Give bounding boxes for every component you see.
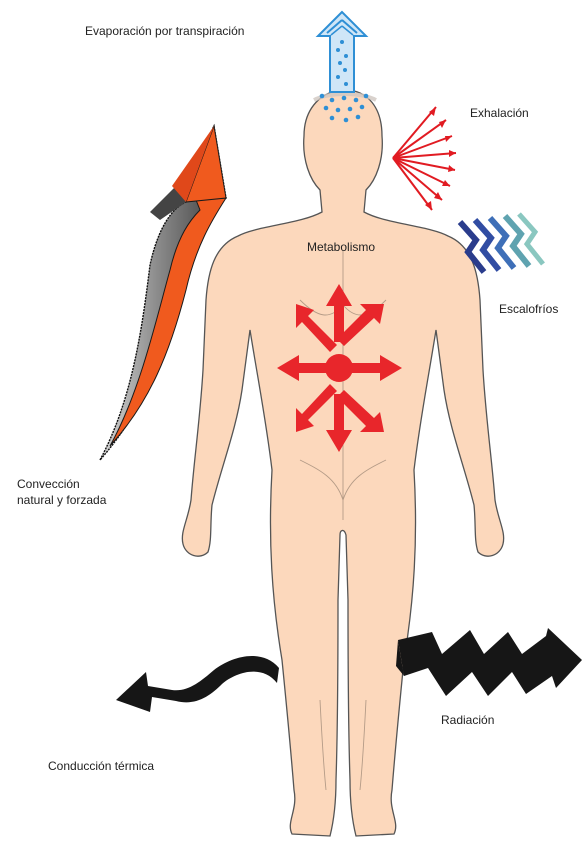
conduction-label: Conducción térmica	[48, 759, 154, 774]
radiation-label: Radiación	[441, 713, 494, 728]
evaporation-label: Evaporación por transpiración	[85, 24, 244, 39]
conduction-arrow-icon	[116, 656, 279, 712]
shivering-label: Escalofríos	[499, 302, 558, 317]
convection-label-line2: natural y forzada	[17, 493, 106, 508]
exhalation-arrows-icon	[393, 107, 456, 210]
exhalation-label: Exhalación	[470, 106, 529, 121]
convection-label-line1: Convección	[17, 477, 80, 492]
radiation-arrow-icon	[396, 628, 582, 696]
metabolism-label: Metabolismo	[307, 240, 375, 255]
